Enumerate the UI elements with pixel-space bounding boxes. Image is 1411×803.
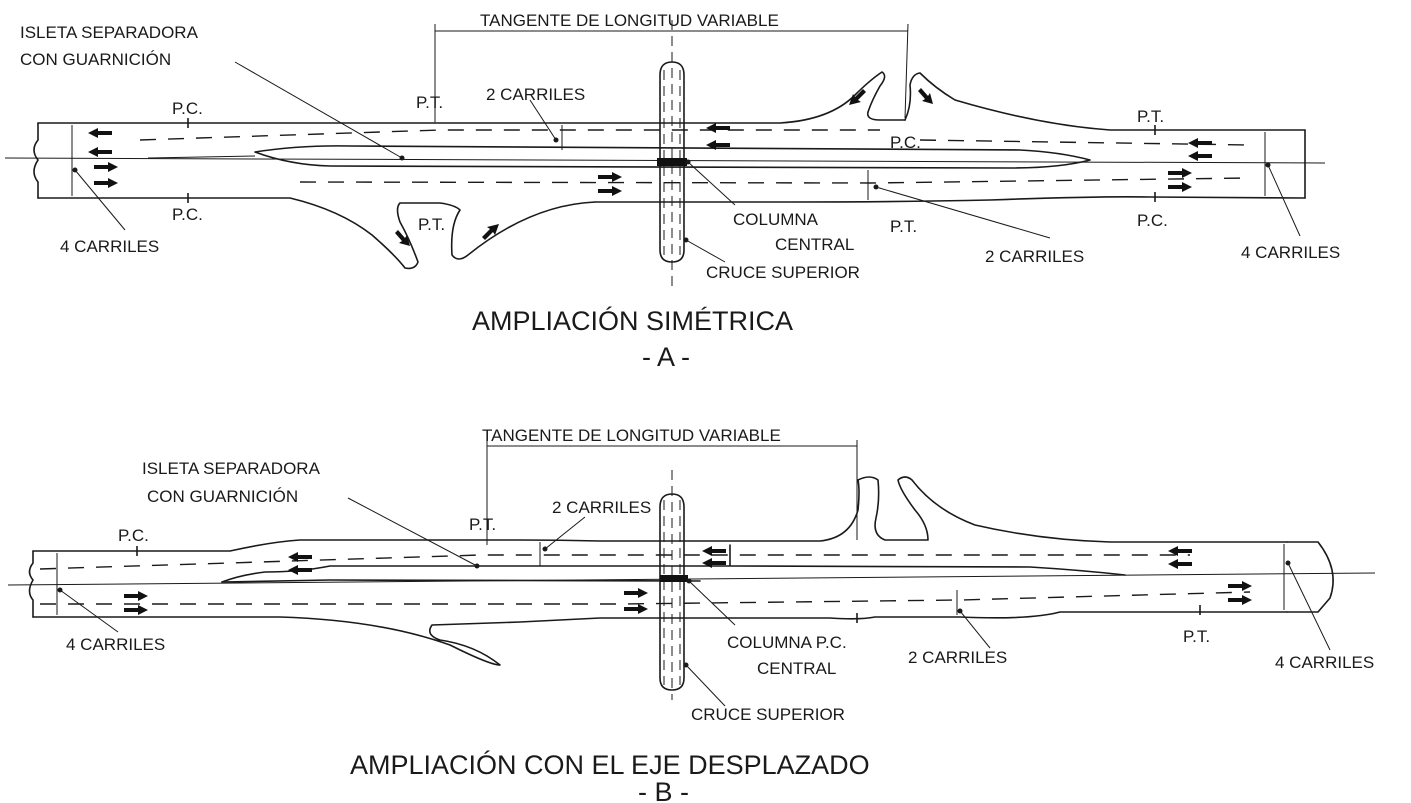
road-edge-bottom-b <box>32 611 1288 666</box>
road-edge-bottom-west <box>37 197 596 270</box>
label-4lanes-right: 4 CARRILES <box>1241 243 1340 262</box>
label-2lanes-bottom-b: 2 CARRILES <box>908 648 1007 667</box>
label-pc-bottom-left: P.C. <box>172 205 203 224</box>
lane-dash-1 <box>139 129 880 141</box>
label-overpass-b: CRUCE SUPERIOR <box>691 705 845 724</box>
ramp-top-right <box>904 72 1306 131</box>
label-pc-b: P.C. <box>118 526 149 545</box>
label-column-1: COLUMNA <box>733 210 819 229</box>
label-island-2: CON GUARNICIÓN <box>20 50 171 69</box>
leader-2lanes-bottom <box>875 186 1051 239</box>
diagram-a: TANGENTE DE LONGITUD VARIABLE ISLETA SEP… <box>4 11 1340 372</box>
label-pt-top: P.T. <box>416 93 443 112</box>
overpass-structure <box>659 61 685 263</box>
label-tangent: TANGENTE DE LONGITUD VARIABLE <box>480 11 779 30</box>
label-2lanes-top-b: 2 CARRILES <box>552 498 651 517</box>
label-pc-mid-right: P.C. <box>890 133 921 152</box>
title-b: AMPLIACIÓN CON EL EJE DESPLAZADO <box>350 749 870 780</box>
lane-dash-2 <box>299 177 1251 184</box>
road-edge-bottom-east <box>594 196 1306 203</box>
label-pc-top-left: P.C. <box>172 99 203 118</box>
leader-2lanes-top-b <box>544 516 586 550</box>
island-inner-curve <box>147 155 256 159</box>
label-island-1: ISLETA SEPARADORA <box>20 23 199 42</box>
subtitle-a: - A - <box>642 342 690 372</box>
leader-4lanes-left <box>74 169 126 231</box>
overpass-structure-b <box>659 493 685 691</box>
lane-dash-b1 <box>39 554 1190 570</box>
label-pt-bottom-left: P.T. <box>418 215 445 234</box>
label-4lanes-left: 4 CARRILES <box>60 237 159 256</box>
direction-arrows <box>88 88 1212 246</box>
label-island-1-b: ISLETA SEPARADORA <box>142 459 321 478</box>
diagram-b: TANGENTE DE LONGITUD VARIABLE ISLETA SEP… <box>7 426 1376 803</box>
road-edge-top-b <box>32 476 1288 552</box>
island-edge-lower-b <box>221 579 701 583</box>
leader-overpass-b <box>685 664 726 707</box>
label-column-2-b: CENTRAL <box>757 659 836 678</box>
separator-island-b <box>221 544 1126 583</box>
leader-overpass <box>685 239 726 263</box>
label-overpass: CRUCE SUPERIOR <box>706 263 860 282</box>
lane-dash-b2 <box>40 591 1251 605</box>
direction-arrows-b <box>124 546 1252 615</box>
label-4lanes-left-b: 4 CARRILES <box>66 635 165 654</box>
leader-4lanes-right-b <box>1287 562 1331 651</box>
leader-island-b <box>347 497 478 567</box>
leader-island <box>234 61 403 159</box>
road-edge-top-middle <box>434 71 906 124</box>
label-column-2: CENTRAL <box>775 235 854 254</box>
road-edge-right-end-b <box>1286 541 1334 613</box>
leader-4lanes-left-b <box>59 589 119 633</box>
label-4lanes-right-b: 4 CARRILES <box>1275 653 1374 672</box>
leader-2lanes-top <box>529 99 557 141</box>
subtitle-b: - B - <box>638 777 689 803</box>
leader-4lanes-right <box>1267 164 1301 237</box>
tangent-dimension-right <box>904 23 909 119</box>
label-pt-bottom-b: P.T. <box>1183 627 1210 646</box>
central-column-b <box>660 575 688 582</box>
leader-2lanes-bottom-b <box>959 610 991 649</box>
separator-island <box>254 145 1091 169</box>
centerline-b <box>7 572 1376 586</box>
leader-column-b <box>688 580 736 626</box>
label-column-1-b: COLUMNA P.C. <box>727 633 847 652</box>
label-pt-top-right: P.T. <box>1137 107 1164 126</box>
label-pt-bottom-mid: P.T. <box>890 217 917 236</box>
label-pt-b: P.T. <box>469 515 496 534</box>
leader-column <box>687 161 736 206</box>
road-edge-left-end-b <box>28 550 34 618</box>
label-2lanes-bottom: 2 CARRILES <box>985 247 1084 266</box>
label-island-2-b: CON GUARNICIÓN <box>147 487 298 506</box>
label-pc-bottom-right: P.C. <box>1137 211 1168 230</box>
central-column <box>657 158 687 166</box>
title-a: AMPLIACIÓN SIMÉTRICA <box>472 305 793 336</box>
label-2lanes-top: 2 CARRILES <box>486 85 585 104</box>
road-edge-left-end <box>33 122 39 199</box>
label-tangent-b: TANGENTE DE LONGITUD VARIABLE <box>482 426 781 445</box>
